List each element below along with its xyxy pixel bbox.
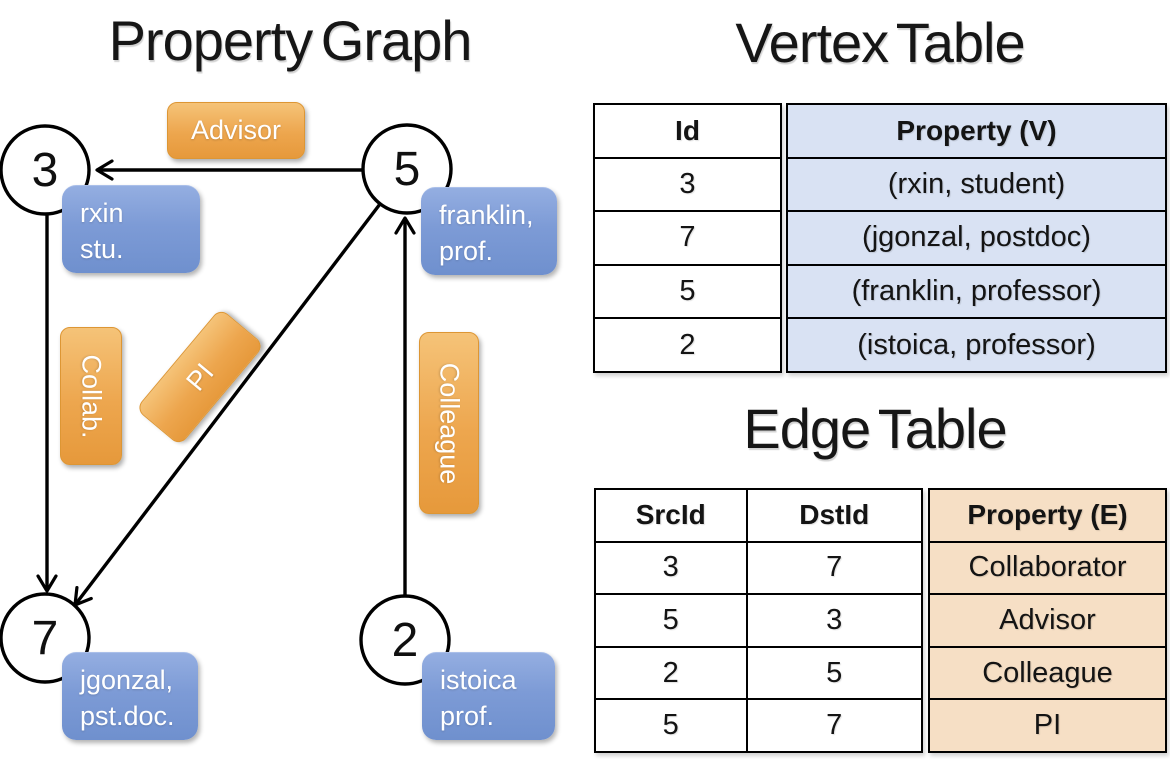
node-id-7: 7 <box>31 611 59 665</box>
edge-table-dstid-column: DstId 7 3 5 7 <box>745 490 921 751</box>
edge-label-colleague: Colleague <box>419 332 479 514</box>
vertex-label-franklin-line2: prof. <box>439 235 494 266</box>
edge-pi-5-to-7 <box>73 202 382 607</box>
edge-table-dstid-cell: 3 <box>747 593 921 646</box>
vertex-table-property-cell: (franklin, professor) <box>788 263 1165 318</box>
edge-table-dstid-cell: 7 <box>747 698 921 751</box>
vertex-table-id-cell: 5 <box>595 263 780 318</box>
edge-label-collab-text: Collab. <box>76 353 107 439</box>
vertex-label-istoica-line1: istoica <box>440 665 517 695</box>
vertex-label-istoica: istoica prof. <box>422 652 555 740</box>
edge-table-dstid-header: DstId <box>799 499 870 531</box>
edge-label-advisor-text: Advisor <box>190 115 282 145</box>
edge-table-property-cell: Collaborator <box>930 540 1165 594</box>
edge-label-advisor: Advisor <box>167 102 305 159</box>
node-id-5: 5 <box>393 142 421 196</box>
node-id-2: 2 <box>391 613 419 667</box>
vertex-label-istoica-line2: prof. <box>440 700 495 731</box>
vertex-label-jgonzal-line1: jgonzal, <box>80 665 174 695</box>
vertex-label-rxin-line1: rxin <box>80 198 124 228</box>
edge-table-srcid-cell: 3 <box>596 540 746 594</box>
edge-table-property-cell: PI <box>930 698 1165 751</box>
edge-label-pi-text: PI <box>179 357 220 397</box>
vertex-table-id-cell: 3 <box>595 156 780 211</box>
edge-table-property-header: Property (E) <box>967 499 1128 531</box>
vertex-table-property-column: Property (V) (rxin, student) (jgonzal, p… <box>786 103 1167 373</box>
edge-table-dstid-cell: 5 <box>747 645 921 699</box>
edge-table-property-column: Property (E) Collaborator Advisor Collea… <box>928 488 1167 753</box>
edge-table-srcid-cell: 5 <box>596 698 746 751</box>
edge-table-id-columns: SrcId 3 5 2 5 DstId 7 3 5 7 <box>594 488 923 753</box>
vertex-table-property-cell: (rxin, student) <box>788 156 1165 211</box>
edge-table-property-cell: Colleague <box>930 645 1165 699</box>
vertex-label-franklin: franklin, prof. <box>421 187 557 275</box>
vertex-table-title: Vertex Table <box>735 11 1025 74</box>
vertex-label-franklin-line1: franklin, <box>439 200 534 230</box>
vertex-table-property-cell: (jgonzal, postdoc) <box>788 210 1165 264</box>
edge-table-srcid-cell: 5 <box>596 593 746 646</box>
vertex-label-jgonzal: jgonzal, pst.doc. <box>62 652 198 740</box>
edge-table-srcid-header: SrcId <box>635 499 706 531</box>
edge-label-colleague-text: Colleague <box>434 362 465 484</box>
edge-label-collab: Collab. <box>60 327 122 465</box>
edge-table-srcid-cell: 2 <box>596 645 746 699</box>
vertex-table-id-column: Id 3 7 5 2 <box>593 103 782 373</box>
property-graph-title: Property Graph <box>108 9 473 72</box>
vertex-label-rxin-line2: stu. <box>80 233 124 264</box>
vertex-table-id-cell: 2 <box>595 317 780 371</box>
edge-table-dstid-cell: 7 <box>747 540 921 594</box>
edge-table-property-cell: Advisor <box>930 593 1165 646</box>
vertex-table-property-cell: (istoica, professor) <box>788 317 1165 371</box>
vertex-table-property-header: Property (V) <box>896 114 1057 146</box>
vertex-table-id-header: Id <box>675 114 700 146</box>
vertex-table-id-cell: 7 <box>595 210 780 264</box>
node-id-3: 3 <box>31 143 59 197</box>
vertex-label-jgonzal-line2: pst.doc. <box>80 700 175 731</box>
vertex-label-rxin: rxin stu. <box>62 185 200 273</box>
edge-table-srcid-column: SrcId 3 5 2 5 <box>596 490 746 751</box>
edge-table-title: Edge Table <box>743 397 1007 460</box>
